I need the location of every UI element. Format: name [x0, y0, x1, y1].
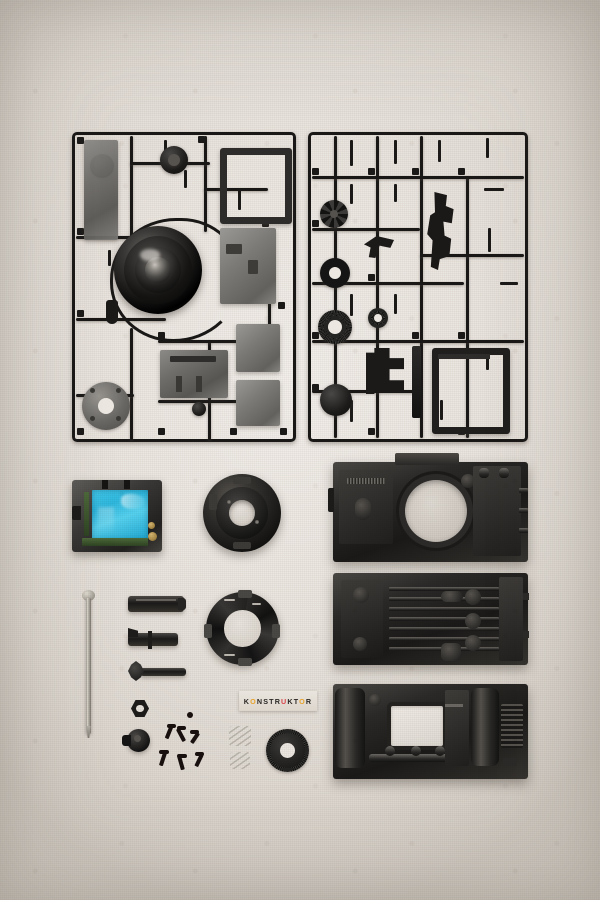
part-viewfinder-frame — [220, 148, 292, 224]
brand-engraving — [347, 478, 385, 484]
tripod-socket — [441, 643, 461, 661]
part-side-cover-a — [236, 324, 280, 372]
lens-mount-ring — [203, 474, 281, 552]
chassis-side-rail — [501, 704, 523, 748]
coil-spring-small — [230, 752, 250, 769]
part-aperture-ring — [320, 258, 350, 288]
part-release-lever — [106, 300, 118, 324]
selector-dial — [355, 498, 371, 520]
pentaprism-hump — [395, 453, 459, 465]
viewfinder-pcb — [84, 492, 89, 536]
lens-mount-opening — [405, 480, 467, 542]
hex-nut — [131, 700, 149, 717]
part-small-gear — [368, 308, 388, 328]
camera-back-door — [333, 573, 529, 665]
screwdriver-shaft — [86, 598, 91, 734]
konstruktor-label-text: KONSTRUKTOR — [243, 696, 313, 706]
coil-spring-large — [229, 726, 251, 746]
viewfinder-module — [72, 480, 162, 552]
part-side-cover-b — [236, 380, 280, 426]
sprue-frame-right — [308, 132, 528, 442]
part-shutter-disc — [320, 384, 352, 416]
part-lens-assembly — [114, 226, 202, 314]
focusing-screen — [92, 490, 148, 540]
part-side-plate — [84, 140, 118, 240]
sprocket-gear-wheel — [266, 729, 309, 772]
film-winder-shaft — [128, 633, 178, 646]
part-serrated-ring — [318, 310, 352, 344]
shutter-button — [461, 474, 475, 488]
take-up-spindle — [140, 668, 186, 676]
film-cartridge-chamber — [335, 688, 365, 768]
back-latch — [441, 591, 463, 602]
viewfinder-screw — [148, 532, 157, 541]
take-up-chamber — [471, 688, 499, 766]
focus-ring — [204, 590, 280, 666]
shutter-barrel — [128, 596, 184, 612]
film-gate-window — [391, 706, 443, 746]
screw-set — [155, 712, 211, 774]
konstruktor-brand-label: KONSTRUKTOR — [239, 691, 317, 711]
part-mirror-box-frame — [432, 348, 510, 434]
part-shutter-blade — [412, 346, 421, 418]
sprue-frame-left — [72, 132, 296, 442]
camera-front-body — [328, 453, 528, 562]
film-transport-chassis — [333, 684, 528, 779]
film-chamber-right — [473, 466, 521, 556]
screwdriver-handle — [82, 590, 95, 601]
